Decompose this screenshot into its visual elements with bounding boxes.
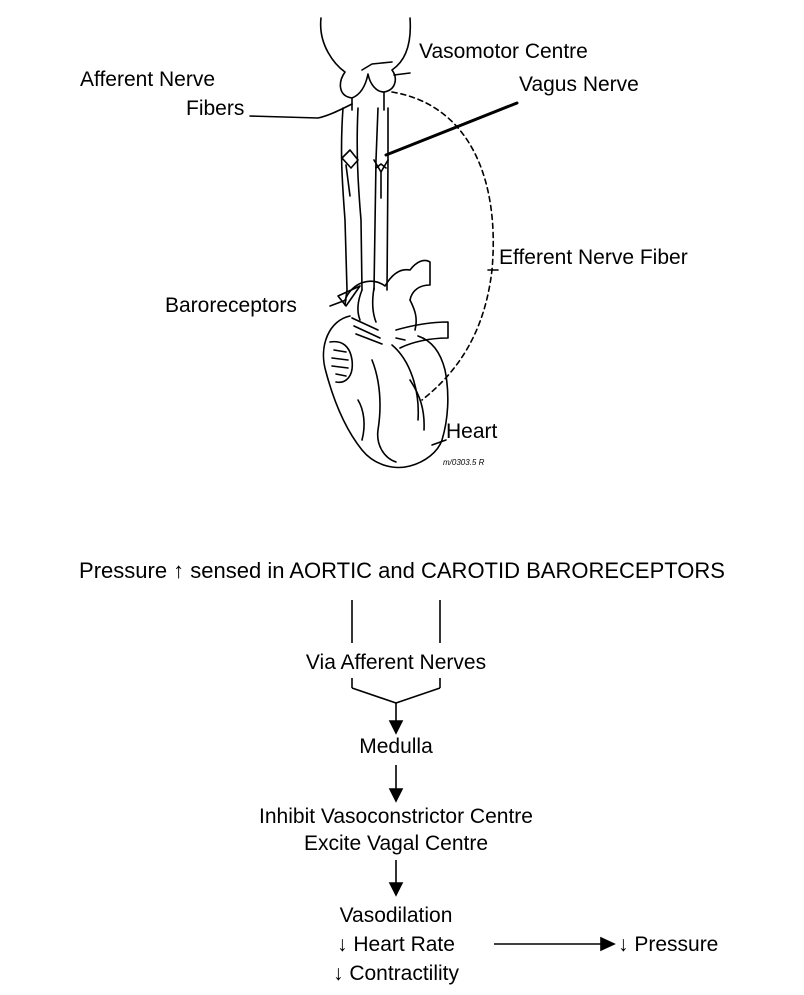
heart-label: Heart — [446, 420, 497, 444]
vagus-pointer — [386, 103, 517, 155]
step-baroreceptor-sensing: Pressure ↑ sensed in AORTIC and CAROTID … — [0, 558, 804, 583]
step-afferent-nerves: Via Afferent Nerves — [200, 650, 592, 675]
artist-signature: m/0303.5 R — [443, 458, 484, 468]
baroreceptors-label: Baroreceptors — [165, 294, 297, 318]
vasomotor-pointer — [394, 73, 410, 75]
step-vasodilation: Vasodilation — [250, 903, 542, 928]
step-inhibit-vasoconstrictor: Inhibit Vasoconstrictor Centre — [150, 804, 642, 829]
step-medulla: Medulla — [200, 734, 592, 759]
heart-pointer — [432, 440, 446, 445]
efferent-nerve — [392, 92, 493, 400]
medulla-outline — [321, 18, 411, 98]
vagus-nerve-label: Vagus Nerve — [519, 73, 639, 97]
step-excite-vagal: Excite Vagal Centre — [150, 831, 642, 856]
vasomotor-centre-label: Vasomotor Centre — [419, 40, 588, 64]
afferent-label-line2: Fibers — [186, 97, 244, 121]
afferent-pointer — [250, 104, 352, 118]
result-pressure: ↓ Pressure — [618, 932, 718, 957]
efferent-nerve-label: Efferent Nerve Fiber — [499, 246, 688, 270]
step-heart-rate: ↓ Heart Rate — [250, 932, 542, 957]
step-contractility: ↓ Contractility — [250, 961, 542, 986]
afferent-label-line1: Afferent Nerve — [80, 68, 215, 92]
